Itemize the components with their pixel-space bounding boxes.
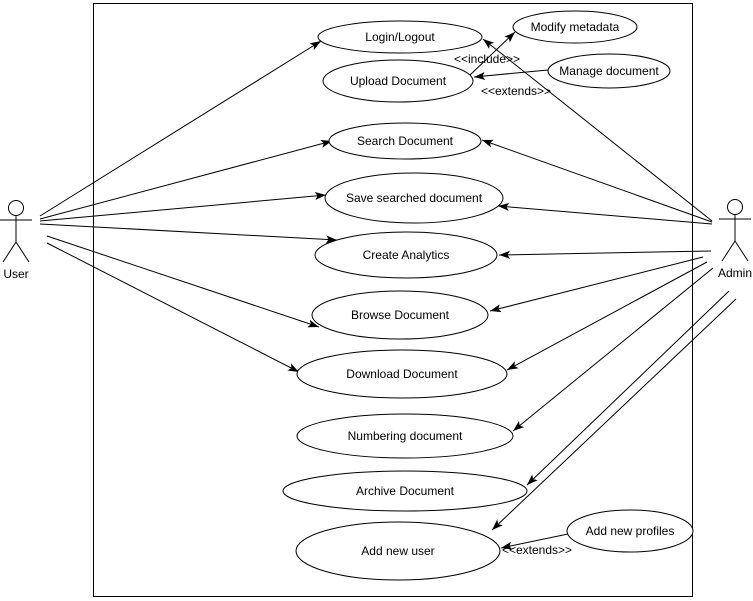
use-case-label: Modify metadata — [531, 20, 620, 34]
actor-label: Admin — [718, 266, 752, 280]
use-case-manage-document: Manage document — [547, 53, 671, 89]
use-case-ellipse — [311, 290, 489, 340]
actor-right-leg — [734, 240, 749, 262]
use-case-ellipse — [317, 20, 483, 54]
use-case-login-logout: Login/Logout — [317, 20, 483, 54]
edge-admin-to-save-searched — [497, 202, 713, 225]
use-case-ellipse — [282, 470, 528, 512]
use-case-create-analytics: Create Analytics — [314, 231, 498, 279]
use-case-label: Search Document — [357, 134, 454, 148]
use-case-label: Save searched document — [346, 191, 483, 205]
use-case-label: Add new profiles — [586, 524, 675, 538]
use-case-ellipse — [296, 413, 514, 459]
use-case-save-searched-document: Save searched document — [324, 172, 504, 224]
use-case-ellipse — [322, 59, 474, 103]
edge-user-to-login-logout — [39, 40, 322, 217]
use-case-label: Browse Document — [351, 308, 450, 322]
use-case-ellipse — [296, 349, 508, 399]
use-case-label: Upload Document — [350, 74, 447, 88]
use-case-search-document: Search Document — [328, 122, 482, 160]
use-case-label: Download Document — [346, 367, 458, 381]
actor-right-leg — [15, 241, 30, 263]
use-case-ellipse — [328, 122, 482, 160]
use-case-label: Manage document — [559, 64, 659, 78]
use-case-ellipse — [512, 10, 638, 44]
use-case-ellipse — [324, 172, 504, 224]
actor-admin: Admin — [718, 199, 752, 280]
edge-labels-layer: <<include>> <<extends>> <<extends>> — [454, 52, 572, 557]
use-case-label: Login/Logout — [365, 30, 435, 44]
edge-admin-to-login-logout — [482, 38, 713, 222]
extends-label-top: <<extends>> — [481, 84, 551, 98]
use-case-label: Archive Document — [356, 484, 455, 498]
edge-admin-to-search-document — [481, 139, 713, 223]
use-case-ellipse — [547, 53, 671, 89]
edge-admin-to-download-document — [506, 261, 708, 371]
use-case-modify-metadata: Modify metadata — [512, 10, 638, 44]
edge-admin-to-browse-document — [489, 256, 704, 313]
use-case-download-document: Download Document — [296, 349, 508, 399]
edge-user-to-download-document — [46, 242, 300, 373]
use-case-upload-document: Upload Document — [322, 59, 474, 103]
include-label: <<include>> — [454, 52, 520, 66]
edge-admin-to-create-analytics — [498, 250, 712, 259]
actor-left-leg — [2, 241, 17, 263]
actor-label: User — [3, 267, 28, 281]
use-case-add-new-user: Add new user — [295, 521, 501, 581]
use-case-ellipse — [566, 509, 694, 553]
extends-label-bottom: <<extends>> — [502, 543, 572, 557]
edge-user-to-browse-document — [46, 235, 320, 328]
use-case-label: Add new user — [361, 544, 434, 558]
edge-admin-to-archive-document — [526, 290, 730, 486]
use-case-archive-document: Archive Document — [282, 470, 528, 512]
edge-upload-include-modify-metadata — [469, 31, 516, 76]
actor-left-leg — [721, 240, 736, 262]
use-case-label: Create Analytics — [363, 248, 450, 262]
edge-manage-extends-upload-document — [473, 69, 549, 80]
edge-profiles-extends-add-new-user — [500, 533, 569, 550]
use-case-numbering-document: Numbering document — [296, 413, 514, 459]
edge-user-to-search-document — [39, 139, 333, 220]
actor-head — [8, 200, 24, 216]
use-case-add-new-profiles: Add new profiles — [566, 509, 694, 553]
use-case-ellipse — [314, 231, 498, 279]
use-case-browse-document: Browse Document — [311, 290, 489, 340]
actors-layer: User Admin — [0, 199, 752, 281]
use-case-label: Numbering document — [348, 429, 463, 443]
actor-user: User — [0, 200, 32, 281]
edge-admin-to-add-new-user — [491, 298, 737, 531]
use-case-ellipse — [295, 521, 501, 581]
actor-head — [727, 199, 743, 215]
edge-user-to-save-searched — [39, 192, 327, 222]
edge-admin-to-numbering-document — [512, 267, 714, 432]
edge-user-to-create-analytics — [39, 223, 338, 244]
association-edges-layer — [39, 31, 737, 550]
